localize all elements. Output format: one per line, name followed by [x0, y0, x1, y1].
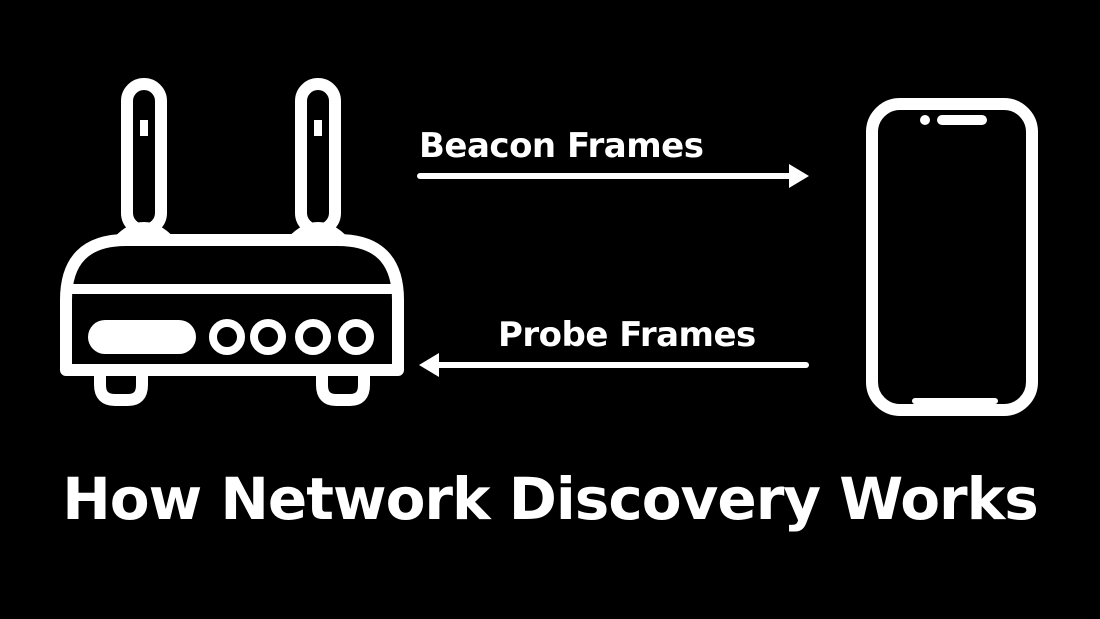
- router-port: [250, 319, 286, 355]
- router-port: [295, 319, 331, 355]
- arrow-head-left-icon: [419, 353, 439, 377]
- probe-frames-label: Probe Frames: [498, 315, 756, 355]
- diagram-title: How Network Discovery Works: [62, 465, 1039, 533]
- router-port: [209, 319, 245, 355]
- phone-camera: [920, 115, 930, 125]
- router-port: [338, 319, 374, 355]
- router-foot-right: [316, 372, 370, 406]
- arrow-head-right-icon: [789, 164, 809, 188]
- phone-side-button: [1032, 240, 1038, 280]
- phone-side-button: [1032, 190, 1038, 230]
- beacon-frames-label: Beacon Frames: [419, 126, 704, 166]
- router-foot-left: [94, 372, 148, 406]
- router-body: [60, 234, 404, 376]
- phone-speaker: [937, 115, 987, 125]
- phone-side-button: [1032, 152, 1038, 174]
- router-display: [88, 320, 196, 354]
- phone-home-bar: [912, 398, 998, 404]
